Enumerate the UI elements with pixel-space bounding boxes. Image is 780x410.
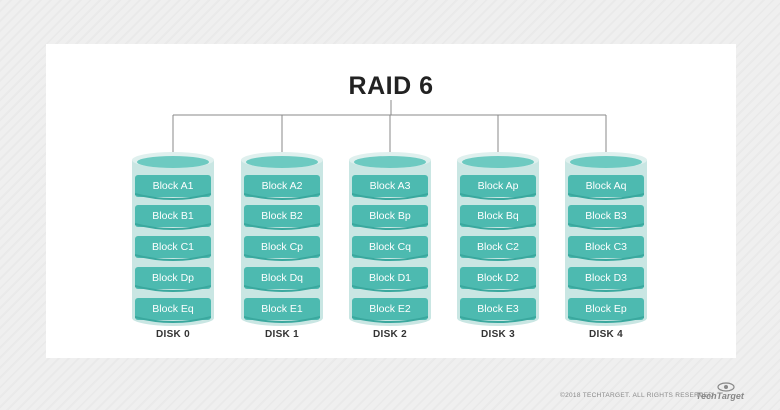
disk-cylinder-2 xyxy=(349,152,431,326)
block-label: Block E3 xyxy=(477,303,519,315)
disk-label: DISK 2 xyxy=(372,329,408,340)
block-label: Block Aq xyxy=(585,180,627,192)
disk-cylinder-0 xyxy=(132,152,214,326)
block-label: Block A2 xyxy=(261,180,303,192)
block-label: Block B2 xyxy=(261,210,303,222)
block-shape xyxy=(135,267,211,292)
block-label: Block D3 xyxy=(584,272,627,284)
copyright-text: ©2018 TECHTARGET. ALL RIGHTS RESERVED xyxy=(560,392,714,399)
disk-4: Block Aq Block B3 Block C3 Block D3 Block Ep xyxy=(565,152,647,327)
block-shape xyxy=(460,175,536,200)
block-label: Block B1 xyxy=(152,210,194,222)
block-label: Block D2 xyxy=(476,272,519,284)
block-shape xyxy=(352,236,428,261)
block-label: Block Dp xyxy=(151,272,194,284)
block-label: Block C3 xyxy=(584,241,627,253)
block-shape xyxy=(244,236,320,261)
disk-cylinder-1 xyxy=(241,152,323,326)
block-shape xyxy=(352,298,428,323)
block-shape xyxy=(568,175,644,200)
block-shape xyxy=(244,205,320,230)
block-shape xyxy=(568,267,644,292)
techtarget-logo: TechTarget xyxy=(696,381,746,405)
block-shape xyxy=(352,267,428,292)
block-label: Block Cp xyxy=(260,241,303,253)
block-label: Block Bq xyxy=(477,210,519,222)
block-label: Block C1 xyxy=(151,241,194,253)
disk-1: Block A2 Block B2 Block Cp Block Dq Block E1 xyxy=(241,152,323,327)
eye-icon xyxy=(717,382,735,392)
block-shape xyxy=(244,175,320,200)
block-shape xyxy=(460,205,536,230)
block-shape xyxy=(244,267,320,292)
logo-text: TechTarget xyxy=(696,391,744,401)
block-shape xyxy=(460,267,536,292)
block-label: Block E2 xyxy=(369,303,411,315)
block-shape xyxy=(135,236,211,261)
disk-label: DISK 0 xyxy=(155,329,191,340)
block-label: Block D1 xyxy=(368,272,411,284)
block-label: Block Eq xyxy=(152,303,194,315)
disk-label: DISK 4 xyxy=(588,329,624,340)
block-label: Block Ap xyxy=(477,180,519,192)
block-label: Block B3 xyxy=(585,210,627,222)
block-label: Block Dq xyxy=(260,272,303,284)
block-label: Block A3 xyxy=(369,180,411,192)
disk-cylinder-3 xyxy=(457,152,539,326)
block-shape xyxy=(244,298,320,323)
block-shape xyxy=(568,205,644,230)
block-shape xyxy=(568,298,644,323)
block-label: Block C2 xyxy=(476,241,519,253)
block-shape xyxy=(460,236,536,261)
block-label: Block Bp xyxy=(369,210,411,222)
block-label: Block Cq xyxy=(368,241,411,253)
block-label: Block E1 xyxy=(261,303,303,315)
disk-2: Block A3 Block Bp Block Cq Block D1 Block E2 xyxy=(349,152,431,327)
block-label: Block Ep xyxy=(585,303,627,315)
disk-label: DISK 3 xyxy=(480,329,516,340)
block-shape xyxy=(135,205,211,230)
block-shape xyxy=(135,298,211,323)
disk-0: Block A1 Block B1 Block C1 Block Dp Block Eq xyxy=(132,152,214,327)
diagram-title: RAID 6 xyxy=(348,72,434,100)
block-shape xyxy=(135,175,211,200)
block-shape xyxy=(460,298,536,323)
block-label: Block A1 xyxy=(152,180,194,192)
disk-label: DISK 1 xyxy=(264,329,300,340)
block-shape xyxy=(352,205,428,230)
block-shape xyxy=(352,175,428,200)
block-shape xyxy=(568,236,644,261)
disk-cylinder-4 xyxy=(565,152,647,326)
disk-3: Block Ap Block Bq Block C2 Block D2 Block E3 xyxy=(457,152,539,327)
